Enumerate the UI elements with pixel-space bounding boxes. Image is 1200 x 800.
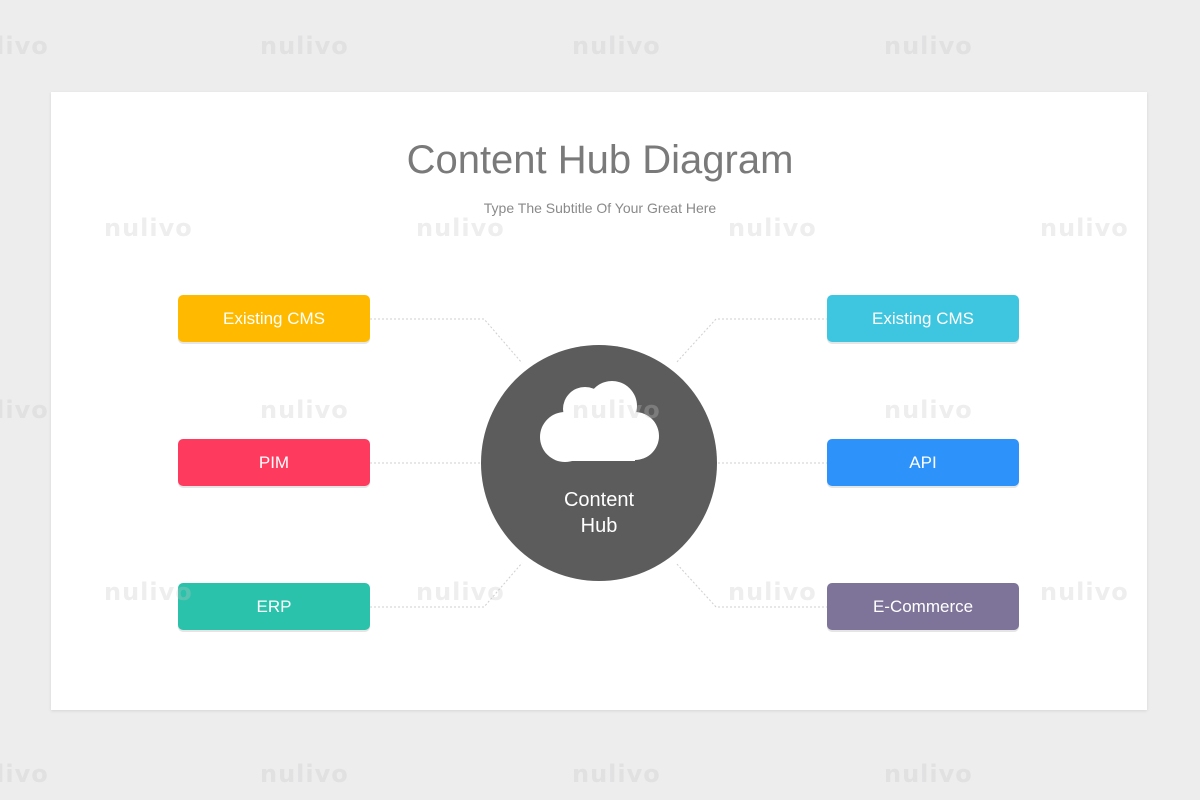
connector-line	[675, 562, 828, 608]
hub-label-line2: Hub	[580, 515, 618, 537]
content-hub-circle: Content Hub	[481, 345, 717, 581]
connector-line	[370, 318, 523, 364]
connector-line	[675, 318, 828, 364]
cloud-icon	[540, 381, 659, 462]
node-erp: ERP	[178, 583, 370, 630]
hub-label: Content Hub	[481, 487, 717, 539]
node-pim: PIM	[178, 439, 370, 486]
diagram-title: Content Hub Diagram	[406, 138, 794, 182]
node-label: PIM	[258, 452, 290, 472]
hub-label-line1: Content	[563, 489, 635, 511]
node-e-commerce: E-Commerce	[827, 583, 1019, 630]
node-label: API	[909, 452, 937, 472]
diagram-subtitle: Type The Subtitle Of Your Great Here	[483, 200, 717, 216]
node-label: ERP	[256, 596, 292, 616]
node-api: API	[827, 439, 1019, 486]
connector-line	[370, 562, 523, 608]
node-existing-cms-left: Existing CMS	[178, 295, 370, 342]
node-label: Existing CMS	[871, 308, 975, 328]
node-existing-cms-right: Existing CMS	[827, 295, 1019, 342]
node-label: Existing CMS	[222, 308, 326, 328]
node-label: E-Commerce	[872, 596, 974, 616]
